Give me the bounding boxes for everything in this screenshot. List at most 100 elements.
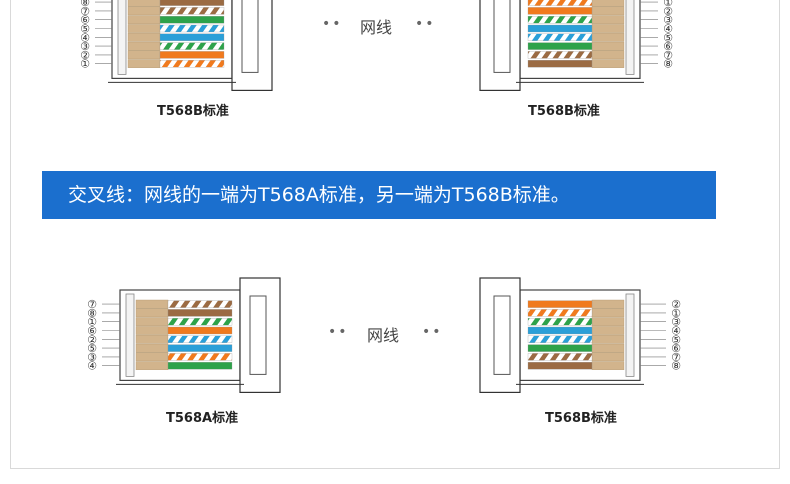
contact-pin	[135, 326, 169, 335]
pin-number: ⑤	[80, 23, 90, 36]
contact-pin	[591, 352, 625, 362]
pin-number: ⑧	[87, 307, 97, 320]
contact-pin	[591, 15, 625, 24]
wire	[159, 51, 225, 59]
pin-number: ②	[80, 49, 90, 62]
pin-number: ⑦	[80, 5, 90, 18]
contact-pin	[127, 0, 161, 7]
wire	[159, 0, 225, 6]
bottom-cable-label: 网线	[367, 326, 400, 345]
pin-number: ④	[671, 325, 681, 338]
pin-number: ⑥	[671, 342, 681, 355]
contact-pin	[127, 15, 161, 24]
wire	[167, 309, 233, 317]
pin-number: ①	[80, 58, 90, 71]
pin-number: ⑤	[671, 333, 681, 346]
wire	[167, 335, 233, 343]
contact-pin	[135, 317, 169, 327]
contact-pin	[135, 343, 169, 353]
wire	[167, 300, 233, 308]
contact-pin	[127, 59, 161, 68]
wire	[527, 7, 593, 15]
page-frame	[10, 0, 780, 469]
pin-number: ④	[87, 360, 97, 373]
contact-pin	[591, 361, 625, 371]
pin-number: ⑧	[80, 0, 90, 9]
pin-number: ①	[87, 316, 97, 329]
pin-number: ⑦	[663, 49, 673, 62]
bottom-right-standard-label: T568B标准	[545, 411, 617, 426]
wire	[527, 16, 593, 24]
wire	[527, 326, 593, 335]
contact-pin	[591, 317, 625, 327]
wire	[167, 344, 233, 352]
contact-pin	[591, 33, 625, 42]
contact-pin	[591, 343, 625, 353]
pin-number: ⑧	[663, 58, 673, 71]
pin-number: ⑦	[87, 298, 97, 311]
contact-pin	[135, 335, 169, 344]
pin-number: ⑥	[87, 325, 97, 338]
wire	[527, 0, 593, 6]
pin-number: ③	[87, 351, 97, 364]
pin-number: ①	[663, 0, 673, 9]
wire	[159, 24, 225, 33]
wire	[527, 335, 593, 343]
contact-pin	[591, 308, 625, 318]
pin-number: ③	[80, 40, 90, 53]
wire	[527, 300, 593, 308]
wire	[527, 309, 593, 317]
wire	[159, 33, 225, 41]
contact-pin	[591, 41, 625, 51]
pin-number: ①	[671, 307, 681, 320]
contact-pin	[127, 50, 161, 60]
bottom-right-dots: ••	[422, 324, 443, 340]
wire	[159, 42, 225, 50]
bottom-left-dots: ••	[328, 324, 349, 340]
contact-pin	[591, 6, 625, 16]
pin-number: ②	[663, 5, 673, 18]
contact-pin	[135, 361, 169, 371]
pin-number: ⑧	[671, 360, 681, 373]
crossover-banner: 交叉线：网线的一端为T568A标准，另一端为T568B标准。	[42, 171, 716, 219]
contact-pin	[127, 41, 161, 51]
wire	[167, 362, 233, 370]
contact-pin	[591, 335, 625, 344]
wire	[527, 51, 593, 59]
pin-number: ②	[671, 298, 681, 311]
contact-pin	[127, 33, 161, 42]
top-right-standard-label: T568B标准	[528, 104, 600, 119]
pin-number: ③	[663, 14, 673, 27]
wire	[527, 24, 593, 33]
contact-pin	[127, 24, 161, 33]
wire	[527, 33, 593, 41]
contact-pin	[591, 299, 625, 309]
pin-number: ⑦	[671, 351, 681, 364]
pin-number: ⑥	[663, 40, 673, 53]
wire	[159, 16, 225, 24]
wire	[167, 353, 233, 361]
wire	[159, 60, 225, 68]
wire	[527, 42, 593, 50]
top-right-dots: ••	[415, 16, 436, 32]
pin-number: ②	[87, 333, 97, 346]
contact-pin	[591, 59, 625, 68]
contact-pin	[591, 326, 625, 335]
pin-number: ⑥	[80, 14, 90, 27]
wire	[167, 318, 233, 326]
contact-pin	[127, 6, 161, 16]
wire	[167, 326, 233, 335]
contact-pin	[591, 24, 625, 33]
contact-pin	[135, 308, 169, 318]
contact-pin	[135, 352, 169, 362]
top-left-standard-label: T568B标准	[157, 104, 229, 119]
pin-number: ③	[671, 316, 681, 329]
wire	[527, 353, 593, 361]
wire	[527, 344, 593, 352]
top-cable-label: 网线	[360, 18, 393, 37]
pin-number: ⑤	[87, 342, 97, 355]
contact-pin	[591, 0, 625, 7]
